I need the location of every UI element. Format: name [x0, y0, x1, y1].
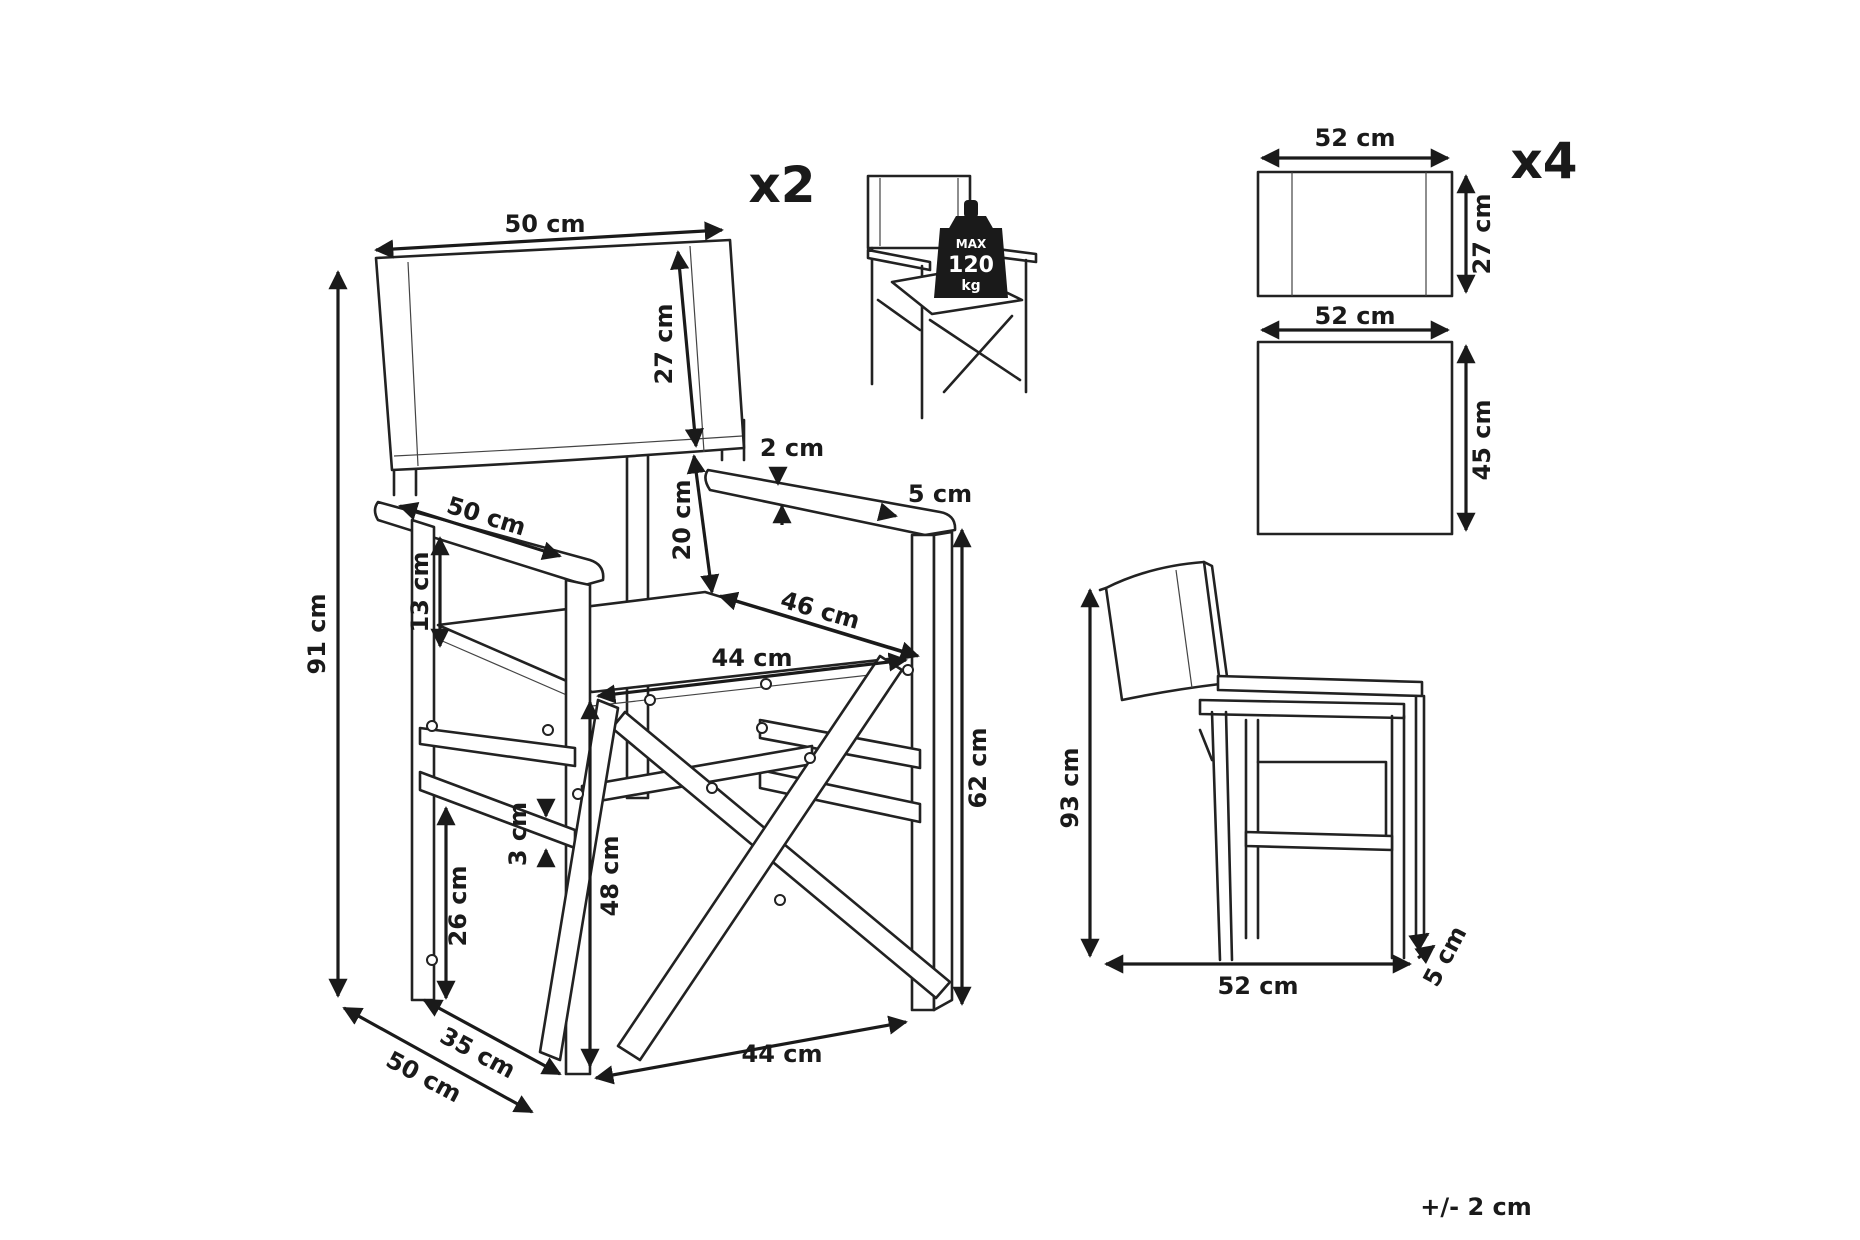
- dim-folded-thickness-a: [1414, 944, 1436, 965]
- label-folded-depth: 52 cm: [1218, 972, 1299, 1000]
- folded-seat-frame: [1256, 760, 1388, 842]
- front-leg-right: [910, 533, 936, 1012]
- label-folded-height: 93 cm: [1056, 748, 1084, 829]
- bolt: [774, 894, 786, 906]
- dim-base-depth-outer: [342, 1006, 534, 1114]
- label-backrest-to-seat: 20 cm: [668, 480, 696, 561]
- label-fabric-back-height: 27 cm: [1468, 194, 1496, 275]
- bolt: [760, 678, 772, 690]
- label-seat-height: 48 cm: [596, 836, 624, 917]
- weight-badge: [934, 228, 1008, 298]
- bolt: [572, 788, 584, 800]
- weight-max-label: MAX: [956, 237, 987, 251]
- chair-quantity: x2: [748, 156, 815, 214]
- weight-unit: kg: [961, 278, 980, 294]
- label-armrest-above-seat: 13 cm: [406, 552, 434, 633]
- dim-folded-thickness-b: [1408, 932, 1430, 952]
- folded-armrest-top: [1216, 674, 1424, 698]
- small-x-braces: [876, 298, 1022, 394]
- dim-base-width: [594, 1015, 908, 1085]
- bolt: [644, 694, 656, 706]
- label-armrest-height: 62 cm: [964, 728, 992, 809]
- small-chair-icon: MAX 120 kg: [866, 174, 1038, 420]
- bolt: [426, 954, 438, 966]
- dim-armrest-length: [398, 501, 562, 561]
- label-base-width: 44 cm: [742, 1040, 823, 1068]
- fabric-back-piece: [1256, 170, 1454, 298]
- label-armrest-thickness: 5 cm: [908, 480, 972, 508]
- label-fabric-seat-height: 45 cm: [1468, 400, 1496, 481]
- folded-chair-view: 93 cm 52 cm 5 cm: [1056, 560, 1472, 1000]
- label-overall-height: 91 cm: [303, 594, 331, 675]
- label-seat-width-top: 44 cm: [712, 644, 793, 672]
- dim-seat-width-top: [596, 652, 908, 704]
- fabric-pieces: 52 cm 27 cm 52 cm 45 cm: [1256, 124, 1496, 536]
- folded-rear-leg-2: [1244, 718, 1260, 940]
- label-crossbar: 3 cm: [504, 802, 532, 866]
- tolerance-note: +/- 2 cm: [1420, 1193, 1531, 1221]
- label-backrest-width: 50 cm: [505, 210, 586, 238]
- label-folded-thickness: 5 cm: [1417, 921, 1472, 991]
- folded-front-leg-2: [1414, 694, 1426, 942]
- dim-backrest-width: [374, 221, 724, 259]
- side-stretcher-lower: [418, 770, 577, 850]
- folded-stretcher: [1244, 830, 1394, 852]
- bolt: [542, 724, 554, 736]
- weight-badge-handle: [948, 216, 994, 230]
- bolt: [706, 782, 718, 794]
- small-armrest-left: [866, 248, 932, 272]
- fabric-quantity: x4: [1510, 132, 1577, 190]
- folded-rear-leg: [1210, 710, 1234, 962]
- bolt: [902, 664, 914, 676]
- folded-armrest-lower: [1198, 698, 1406, 720]
- dim-backrest-height: [670, 250, 704, 448]
- front-chair-view: 91 cm 50 cm 27 cm 20 cm 2 cm 5 cm 50 cm …: [303, 210, 992, 1114]
- folded-backrest-seam: [1175, 569, 1193, 689]
- label-backrest-height: 27 cm: [650, 304, 678, 385]
- front-leg-right-side: [932, 530, 954, 1012]
- folded-front-leg: [1390, 714, 1406, 960]
- bolt: [756, 722, 768, 734]
- bolt: [804, 752, 816, 764]
- label-lower-bar-height: 26 cm: [444, 866, 472, 947]
- dim-seat-depth: [718, 591, 920, 661]
- label-fabric-back-width: 52 cm: [1315, 124, 1396, 152]
- dim-backrest-to-seat: [686, 454, 720, 594]
- front-x-brace-2: [616, 654, 904, 1062]
- side-stretcher-upper: [418, 726, 577, 768]
- label-post-width: 2 cm: [760, 434, 824, 462]
- weight-badge-ring: [964, 200, 978, 218]
- bolt: [426, 720, 438, 732]
- folded-hinge: [1198, 728, 1214, 762]
- weight-value: 120: [948, 253, 994, 278]
- folded-backrest: [1104, 560, 1222, 702]
- fabric-seat-piece: [1256, 340, 1454, 536]
- fabric-back-seams: [1291, 172, 1427, 296]
- dim-armrest-thickness: [876, 502, 898, 522]
- label-fabric-seat-width: 52 cm: [1315, 302, 1396, 330]
- folded-backrest-edge: [1098, 560, 1230, 686]
